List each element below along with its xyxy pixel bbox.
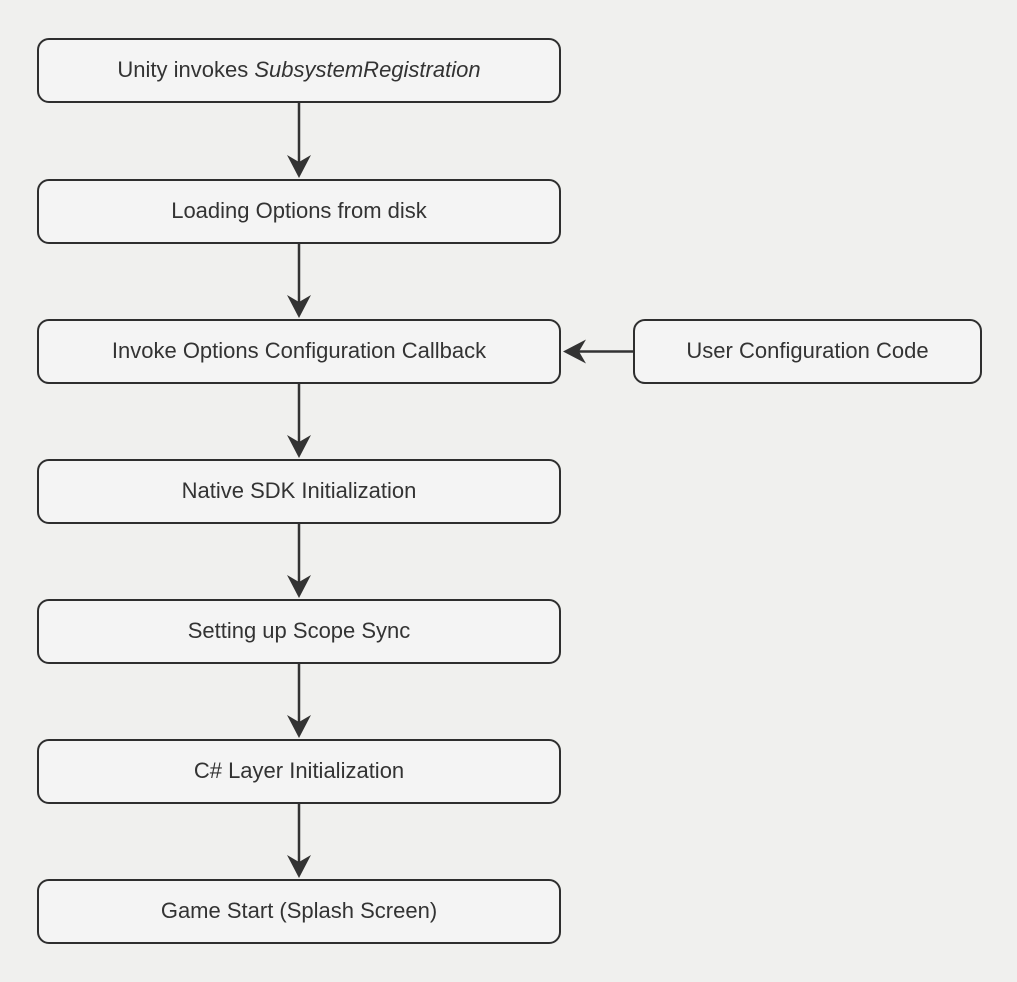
node-csharp-layer-initialization: C# Layer Initialization xyxy=(37,739,561,804)
node-setting-up-scope-sync: Setting up Scope Sync xyxy=(37,599,561,664)
edge-unity-invokes-to-loading-options xyxy=(287,103,311,178)
node-user-configuration-code: User Configuration Code xyxy=(633,319,982,384)
node-label: Setting up Scope Sync xyxy=(187,618,411,644)
node-native-sdk-initialization: Native SDK Initialization xyxy=(37,459,561,524)
edge-native-sdk-to-scope-sync xyxy=(287,524,311,598)
node-label: C# Layer Initialization xyxy=(193,758,405,784)
node-label: Game Start (Splash Screen) xyxy=(160,898,438,924)
edge-loading-options-to-invoke-callback xyxy=(287,244,311,318)
node-label: Unity invokes SubsystemRegistration xyxy=(117,57,480,83)
node-label: Invoke Options Configuration Callback xyxy=(111,338,487,364)
edge-csharp-layer-to-game-start xyxy=(287,804,311,878)
node-game-start-splash-screen: Game Start (Splash Screen) xyxy=(37,879,561,944)
node-loading-options-from-disk: Loading Options from disk xyxy=(37,179,561,244)
node-label: Native SDK Initialization xyxy=(181,478,417,504)
node-label-text: Unity invokes xyxy=(117,57,255,83)
node-label: Loading Options from disk xyxy=(171,198,427,224)
node-invoke-options-configuration-callback: Invoke Options Configuration Callback xyxy=(37,319,561,384)
node-label: User Configuration Code xyxy=(686,338,929,364)
edge-user-config-to-invoke-callback xyxy=(563,339,633,364)
edge-scope-sync-to-csharp-layer xyxy=(287,664,311,738)
node-unity-invokes-subsystemregistration: Unity invokes SubsystemRegistration xyxy=(37,38,561,103)
node-label-italic: SubsystemRegistration xyxy=(254,57,481,83)
edge-invoke-callback-to-native-sdk xyxy=(287,384,311,458)
